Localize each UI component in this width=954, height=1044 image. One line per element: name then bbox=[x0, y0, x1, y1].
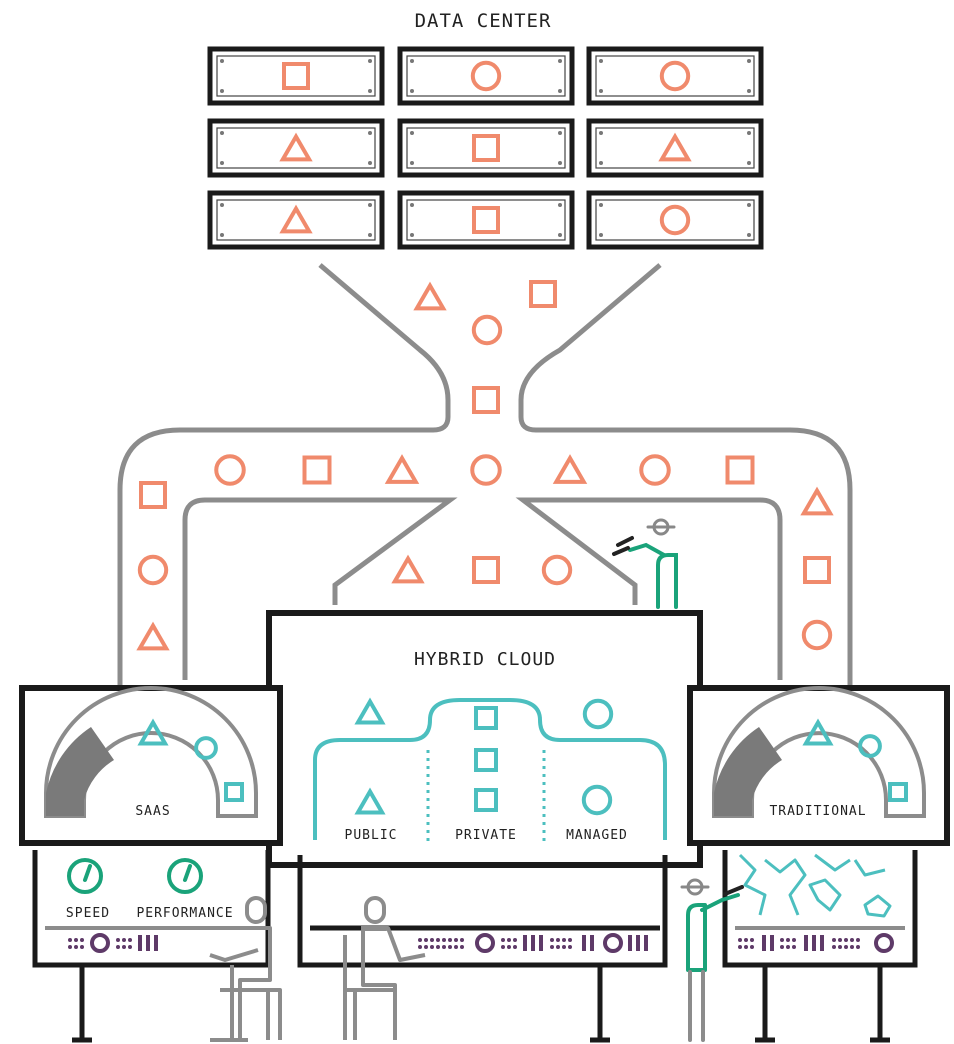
triangle-icon bbox=[279, 132, 313, 162]
triangle-icon bbox=[136, 621, 170, 651]
server-unit bbox=[207, 46, 385, 106]
circle-icon bbox=[639, 454, 671, 486]
traditional-gauge-arc bbox=[712, 686, 926, 818]
performance-label: PERFORMANCE bbox=[136, 906, 233, 921]
triangle-icon bbox=[384, 454, 420, 484]
square-icon bbox=[224, 782, 244, 802]
circle-icon bbox=[471, 314, 503, 346]
square-icon bbox=[472, 386, 500, 414]
circle-icon bbox=[137, 554, 169, 586]
server-unit bbox=[397, 190, 575, 250]
speed-label: SPEED bbox=[66, 906, 110, 921]
circle-icon bbox=[541, 554, 573, 586]
server-unit bbox=[207, 118, 385, 178]
section-label-public: PUBLIC bbox=[345, 828, 398, 843]
circle-icon bbox=[470, 60, 502, 92]
server-unit bbox=[207, 190, 385, 250]
control-strip-right bbox=[738, 933, 894, 953]
server-rack bbox=[207, 46, 764, 250]
square-icon bbox=[474, 788, 498, 812]
funnel-left-pipe bbox=[117, 263, 451, 685]
performance-gauge-icon bbox=[167, 858, 203, 894]
square-icon bbox=[725, 455, 755, 485]
server-unit bbox=[397, 46, 575, 106]
hybrid-cloud-screen: HYBRID CLOUD PUBLIC PRIVATE MANAGED bbox=[266, 610, 703, 868]
square-icon bbox=[529, 280, 557, 308]
circle-icon bbox=[801, 619, 833, 651]
saas-gauge-arc bbox=[44, 686, 258, 818]
person-seated-center bbox=[343, 896, 426, 1040]
server-unit bbox=[586, 118, 764, 178]
square-icon bbox=[472, 556, 500, 584]
square-icon bbox=[302, 455, 332, 485]
square-icon bbox=[472, 134, 500, 162]
saas-gauge-shapes bbox=[137, 718, 244, 802]
triangle-icon bbox=[413, 281, 447, 311]
person-standing-right bbox=[680, 878, 744, 1042]
saas-screen: SAAS bbox=[19, 685, 283, 846]
traditional-gauge-shapes bbox=[802, 718, 908, 802]
circle-icon bbox=[858, 734, 882, 758]
traditional-label: TRADITIONAL bbox=[769, 804, 866, 819]
circle-icon bbox=[214, 454, 246, 486]
console-left: SPEED PERFORMANCE bbox=[32, 850, 271, 1043]
data-center-title: DATA CENTER bbox=[415, 10, 552, 32]
console-right bbox=[722, 850, 918, 1043]
triangle-icon bbox=[658, 132, 692, 162]
circle-icon bbox=[194, 736, 218, 760]
control-strip-center bbox=[418, 933, 648, 953]
saas-label: SAAS bbox=[135, 804, 170, 819]
traditional-screen: TRADITIONAL bbox=[687, 685, 950, 846]
speed-gauge-icon bbox=[67, 858, 103, 894]
triangle-icon bbox=[391, 554, 425, 584]
circle-icon bbox=[470, 454, 502, 486]
triangle-icon bbox=[802, 718, 834, 746]
cloud-outline bbox=[313, 698, 667, 840]
section-label-managed: MANAGED bbox=[566, 828, 628, 843]
square-icon bbox=[474, 748, 498, 772]
person-pointing-top bbox=[612, 518, 678, 609]
left-inner-pipe bbox=[182, 497, 458, 680]
triangle-icon bbox=[354, 787, 386, 815]
flow-shapes bbox=[136, 280, 834, 651]
server-unit bbox=[397, 118, 575, 178]
funnel-right-pipe bbox=[518, 263, 853, 685]
hybrid-cloud-title: HYBRID CLOUD bbox=[414, 649, 556, 670]
person-seated-left bbox=[209, 896, 282, 1042]
circle-icon bbox=[659, 60, 691, 92]
traditional-gauge-fill bbox=[714, 727, 782, 816]
triangle-icon bbox=[800, 486, 834, 516]
control-strip-left bbox=[68, 933, 158, 953]
square-icon bbox=[474, 706, 498, 730]
square-icon bbox=[803, 556, 831, 584]
broken-screen-cracks bbox=[738, 853, 892, 918]
circle-icon bbox=[581, 784, 613, 816]
square-icon bbox=[888, 782, 908, 802]
triangle-icon bbox=[279, 204, 313, 234]
section-label-private: PRIVATE bbox=[455, 828, 517, 843]
circle-icon bbox=[659, 204, 691, 236]
triangle-icon bbox=[552, 454, 588, 484]
square-icon bbox=[472, 206, 500, 234]
pipes bbox=[117, 263, 853, 685]
cloud-shapes bbox=[354, 697, 614, 816]
triangle-icon bbox=[354, 697, 386, 725]
square-icon bbox=[282, 62, 310, 90]
circle-icon bbox=[582, 698, 614, 730]
triangle-icon bbox=[137, 718, 169, 746]
server-unit bbox=[586, 46, 764, 106]
square-icon bbox=[139, 481, 167, 509]
saas-gauge-fill bbox=[46, 727, 114, 816]
right-inner-pipe bbox=[515, 497, 783, 680]
server-unit bbox=[586, 190, 764, 250]
console-center bbox=[297, 855, 668, 1043]
